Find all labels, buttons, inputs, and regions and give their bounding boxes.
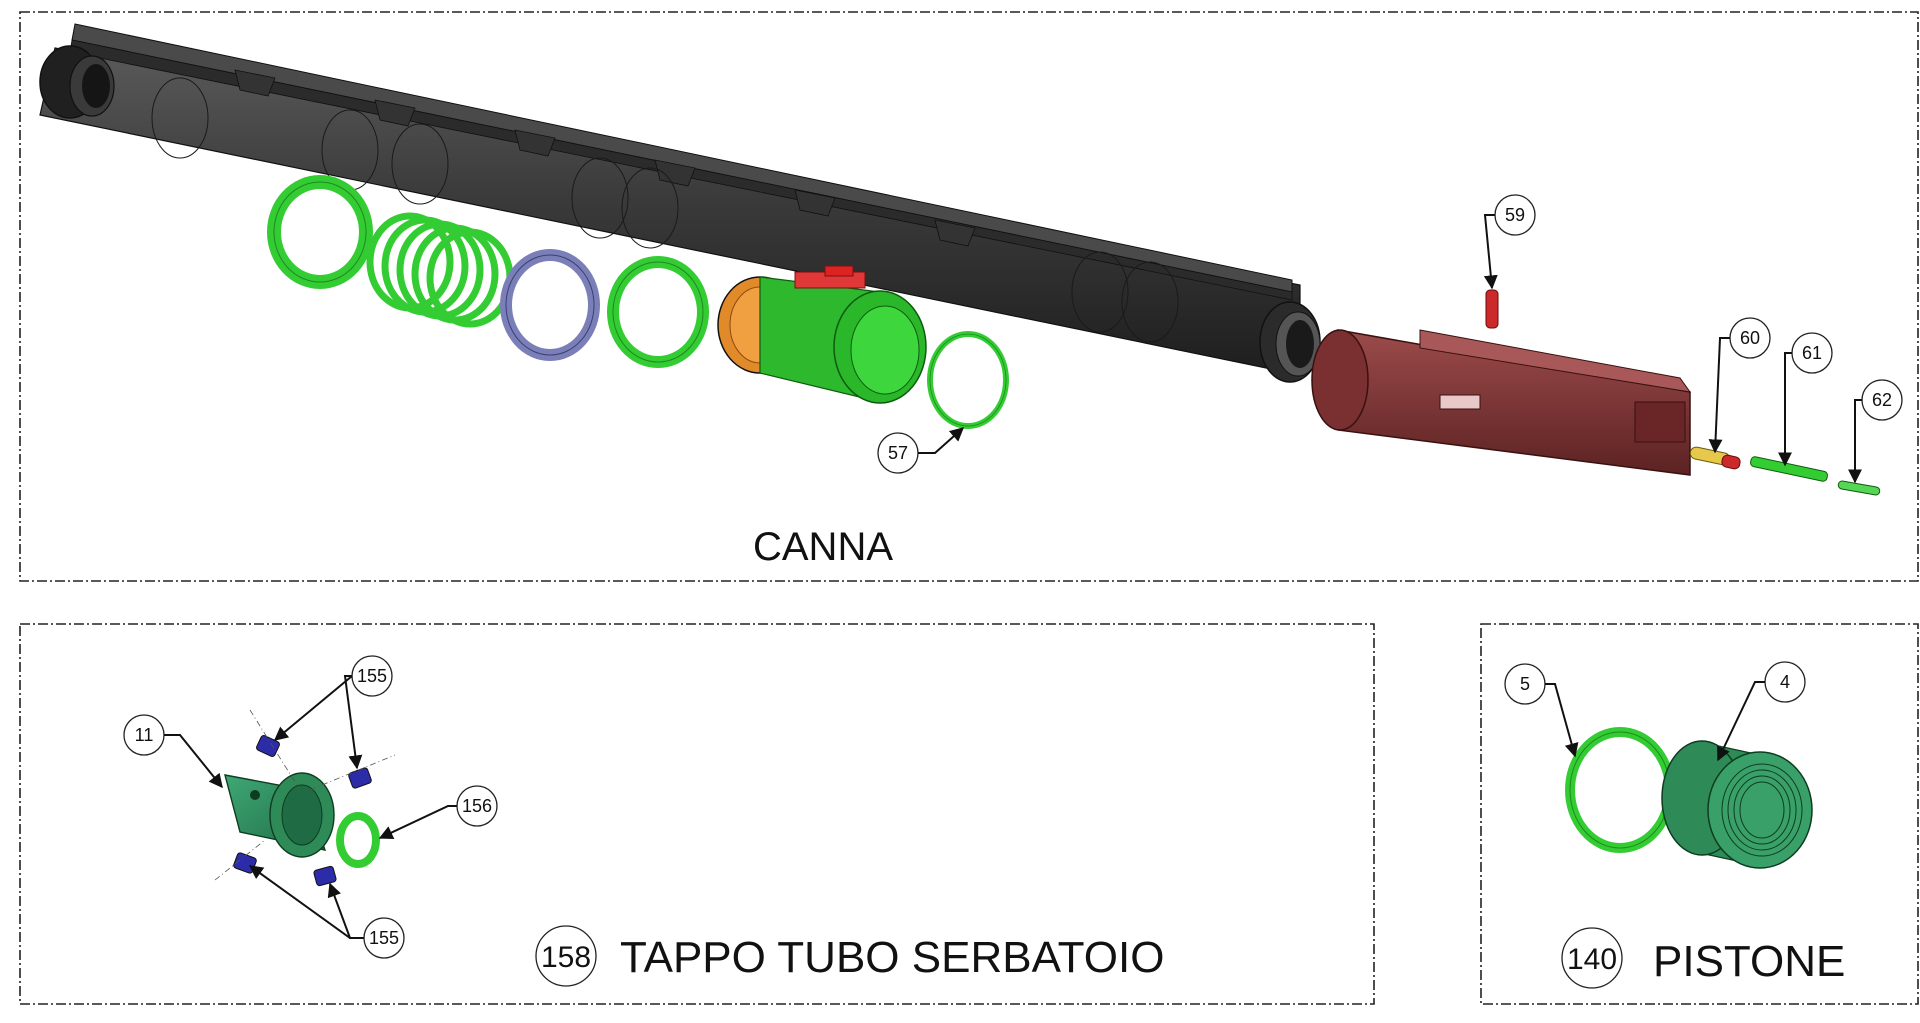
callout-57: 57 [877,427,965,474]
screw-top [256,735,280,757]
centerlines [214,709,396,881]
svg-text:158: 158 [541,941,591,974]
tappo-body [224,772,335,858]
panel-canna-frame [19,11,1919,582]
svg-text:59: 59 [1505,205,1525,225]
callout-155-top: 155 [273,655,393,770]
panel-pistone-frame [1480,623,1919,1005]
callout-155-bottom: 155 [248,865,405,959]
piston-4 [1661,740,1813,869]
panel-pistone-number: 140 [1561,927,1623,989]
callout-60: 60 [1708,317,1771,454]
blue-ring [500,249,600,361]
ring-156 [336,812,380,868]
callout-5: 5 [1504,663,1579,758]
svg-text:156: 156 [462,796,492,816]
screw-right [348,767,372,789]
svg-text:155: 155 [369,928,399,948]
svg-text:61: 61 [1802,343,1822,363]
pin-60 [1689,446,1741,470]
pin-62 [1837,480,1881,496]
svg-text:4: 4 [1780,672,1790,692]
panel-pistone: 5 4 140 PISTONE [1480,623,1919,1005]
callout-156: 156 [378,785,498,839]
gas-cylinder [717,265,927,404]
green-ring-b [607,256,709,368]
svg-text:62: 62 [1872,390,1892,410]
svg-text:60: 60 [1740,328,1760,348]
panel-canna-title: CANNA [753,525,893,569]
thin-ring-57 [927,331,1009,429]
callout-4: 4 [1717,661,1806,762]
green-spring [366,212,514,328]
green-ring-a [267,175,373,289]
svg-text:5: 5 [1520,674,1530,694]
panel-tappo-number: 158 [535,925,597,987]
callout-11: 11 [123,714,223,789]
panel-canna: 57 59 60 61 62 CANNA [19,11,1919,582]
callout-62: 62 [1848,379,1903,484]
svg-text:57: 57 [888,443,908,463]
panel-tappo-title: TAPPO TUBO SERBATOIO [620,933,1164,982]
barrel [39,23,1321,383]
panel-pistone-title: PISTONE [1653,937,1845,986]
svg-text:155: 155 [357,666,387,686]
svg-text:11: 11 [135,725,154,745]
panel-tappo-frame [19,623,1375,1005]
spring-61 [1750,456,1828,482]
svg-text:140: 140 [1567,943,1617,976]
callout-59: 59 [1483,194,1536,290]
screw-bottom-right [313,865,337,887]
piston-ring-5 [1565,727,1675,853]
red-pin-59 [1485,289,1499,329]
panel-tappo: 155 11 156 155 158 TAPPO TUBO SERBATOIO [19,623,1375,1005]
callout-61: 61 [1778,332,1833,467]
receiver-extension [1311,329,1692,476]
